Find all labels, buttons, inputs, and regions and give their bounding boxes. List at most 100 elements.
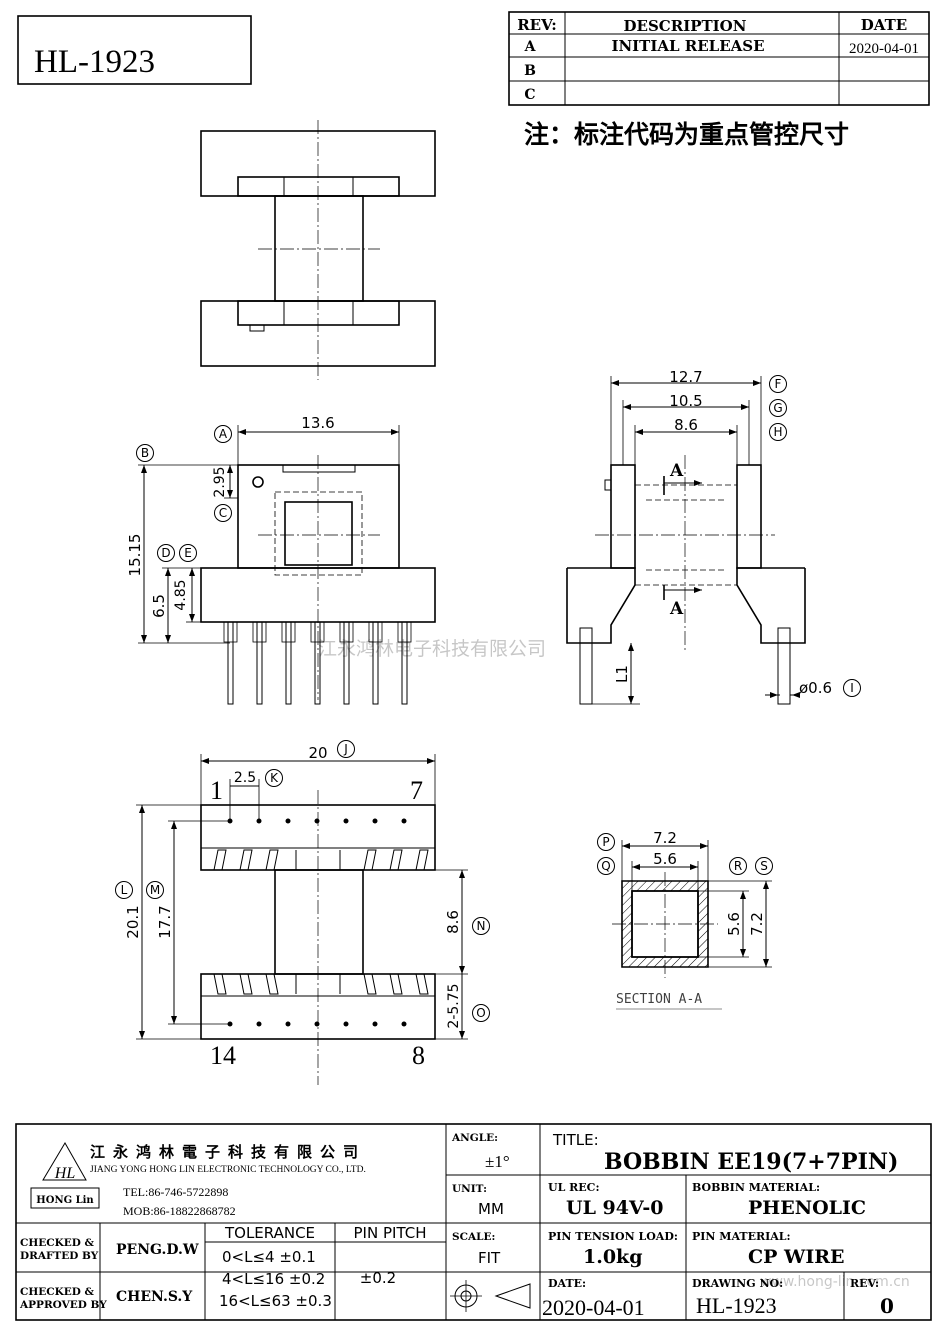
- slot-lines-top: [213, 849, 429, 871]
- company-name-en: JIANG YONG HONG LIN ELECTRONIC TECHNOLOG…: [90, 1165, 366, 1175]
- callout-i: [843, 679, 861, 697]
- top-plan-view: [200, 120, 436, 380]
- dim-m-value: 17.7: [156, 905, 174, 938]
- rev-value: 0: [880, 1294, 894, 1318]
- dim-k-value: 2.5: [234, 770, 256, 786]
- company-tel: TEL:86-746-5722898: [123, 1185, 228, 1199]
- title-label: TITLE:: [552, 1131, 599, 1149]
- callout-h: [769, 423, 787, 441]
- drawing-number-box: HL-1923: [17, 15, 252, 85]
- svg-text:K: K: [270, 771, 279, 785]
- pin-tension-value: 1.0kg: [583, 1246, 643, 1268]
- dim-d-value: 6.5: [150, 594, 168, 618]
- callout-g: [769, 399, 787, 417]
- svg-text:B: B: [141, 446, 149, 460]
- scale-value: FIT: [478, 1249, 501, 1267]
- callout-p: [597, 833, 615, 851]
- callout-l: [115, 881, 133, 899]
- rev-label: REV:: [850, 1277, 879, 1290]
- dim-p-value: 7.2: [653, 829, 677, 847]
- drafted-label-1: CHECKED &: [20, 1237, 95, 1249]
- callout-b: [136, 444, 154, 462]
- section-mark-top: A: [669, 461, 684, 481]
- pin-material-label: PIN MATERIAL:: [692, 1230, 791, 1243]
- pin-tension-label: PIN TENSION LOAD:: [548, 1230, 678, 1243]
- callout-r: [729, 857, 747, 875]
- bottom-view: 1 7 14 8 20 J 2.5 K 20.1 L 17.7: [115, 740, 490, 1085]
- ul-value: UL 94V-0: [566, 1197, 663, 1219]
- section-mark-bottom: A: [669, 599, 684, 619]
- drafted-by-value: PENG.D.W: [116, 1242, 199, 1258]
- callout-j: [337, 740, 355, 758]
- rev-row-a-date: 2020-04-01: [849, 41, 919, 57]
- section-a-a: 7.2 P 5.6 Q 5.6 R 7.2 S SECTION A-A: [597, 829, 773, 1010]
- callout-c: [214, 504, 232, 522]
- approved-label-1: CHECKED &: [20, 1286, 95, 1298]
- callout-o: [472, 1004, 490, 1022]
- unit-value: MM: [478, 1200, 504, 1218]
- tolerance-label: TOLERANCE: [224, 1224, 315, 1242]
- date-value: 2020-04-01: [542, 1295, 645, 1320]
- pin-material-value: CP WIRE: [748, 1246, 845, 1268]
- callout-s: [755, 857, 773, 875]
- title-block: HL HONG Lin 江永鸿林電子科技有限公司 JIANG YONG HONG…: [15, 1123, 932, 1321]
- dim-o-value: 2-5.75: [446, 983, 462, 1028]
- dim-l-value: 20.1: [124, 905, 142, 938]
- dim-s-value: 7.2: [748, 912, 766, 936]
- control-note: 注：标注代码为重点管控尺寸: [524, 120, 849, 149]
- watermark-url: www.hong-lin.com.cn: [760, 1274, 910, 1290]
- revision-table: REV: DESCRIPTION DATE A INITIAL RELEASE …: [508, 11, 930, 106]
- dim-h-value: 8.6: [674, 416, 698, 434]
- dim-i-value: ø0.6: [799, 679, 832, 697]
- dim-l1-value: L1: [613, 665, 631, 683]
- rev-row-a-description: INITIAL RELEASE: [611, 37, 764, 55]
- svg-text:H: H: [773, 425, 782, 439]
- pin-pitch-value: ±0.2: [360, 1269, 396, 1287]
- svg-text:C: C: [219, 506, 227, 520]
- dim-j-value: 20: [308, 744, 327, 762]
- pin-number-7: 7: [410, 776, 423, 805]
- callout-q: [597, 857, 615, 875]
- svg-text:M: M: [150, 883, 160, 897]
- dim-g-value: 10.5: [669, 392, 702, 410]
- tolerance-row-2: 4<L≤16 ±0.2: [222, 1270, 325, 1288]
- description-header: DESCRIPTION: [624, 17, 747, 35]
- svg-text:L: L: [121, 883, 128, 897]
- dim-c-value: 2.95: [212, 466, 228, 497]
- svg-text:G: G: [773, 401, 782, 415]
- callout-m: [146, 881, 164, 899]
- dim-f-value: 12.7: [669, 368, 702, 386]
- dim-b-value: 15.15: [126, 534, 144, 577]
- rev-row-a: A: [524, 39, 537, 55]
- front-view: 13.6 15.15 2.95 6.5 4.85 A B C D: [126, 414, 436, 705]
- svg-text:Q: Q: [601, 859, 610, 873]
- svg-text:N: N: [477, 919, 486, 933]
- projection-symbol: [450, 1280, 531, 1312]
- tolerance-row-1: 0<L≤4 ±0.1: [222, 1248, 316, 1266]
- company-name-cn: 江永鸿林電子科技有限公司: [90, 1143, 366, 1161]
- svg-text:HONG Lin: HONG Lin: [36, 1195, 94, 1206]
- angle-value: ±1°: [485, 1152, 510, 1171]
- dim-r-value: 5.6: [725, 912, 743, 936]
- front-view-pins: [223, 621, 412, 705]
- svg-text:O: O: [476, 1006, 485, 1020]
- callout-f: [769, 375, 787, 393]
- date-label: DATE:: [548, 1277, 586, 1290]
- svg-text:E: E: [184, 546, 192, 560]
- tolerance-row-3: 16<L≤63 ±0.3: [219, 1292, 332, 1310]
- unit-label: UNIT:: [452, 1183, 487, 1195]
- callout-e: [179, 544, 197, 562]
- rev-row-b: B: [524, 63, 536, 79]
- pin-number-1: 1: [210, 776, 223, 805]
- pin-number-8: 8: [412, 1041, 425, 1070]
- dim-q-value: 5.6: [653, 850, 677, 868]
- title-value: BOBBIN EE19(7+7PIN): [604, 1149, 898, 1175]
- dim-n-value: 8.6: [444, 910, 462, 934]
- svg-text:S: S: [760, 859, 768, 873]
- section-label: SECTION A-A: [616, 992, 702, 1007]
- callout-d: [157, 544, 175, 562]
- watermark: 江永鸿林电子科技有限公司: [318, 638, 546, 660]
- drawing-no-value: HL-1923: [696, 1293, 777, 1318]
- callout-a: [214, 425, 232, 443]
